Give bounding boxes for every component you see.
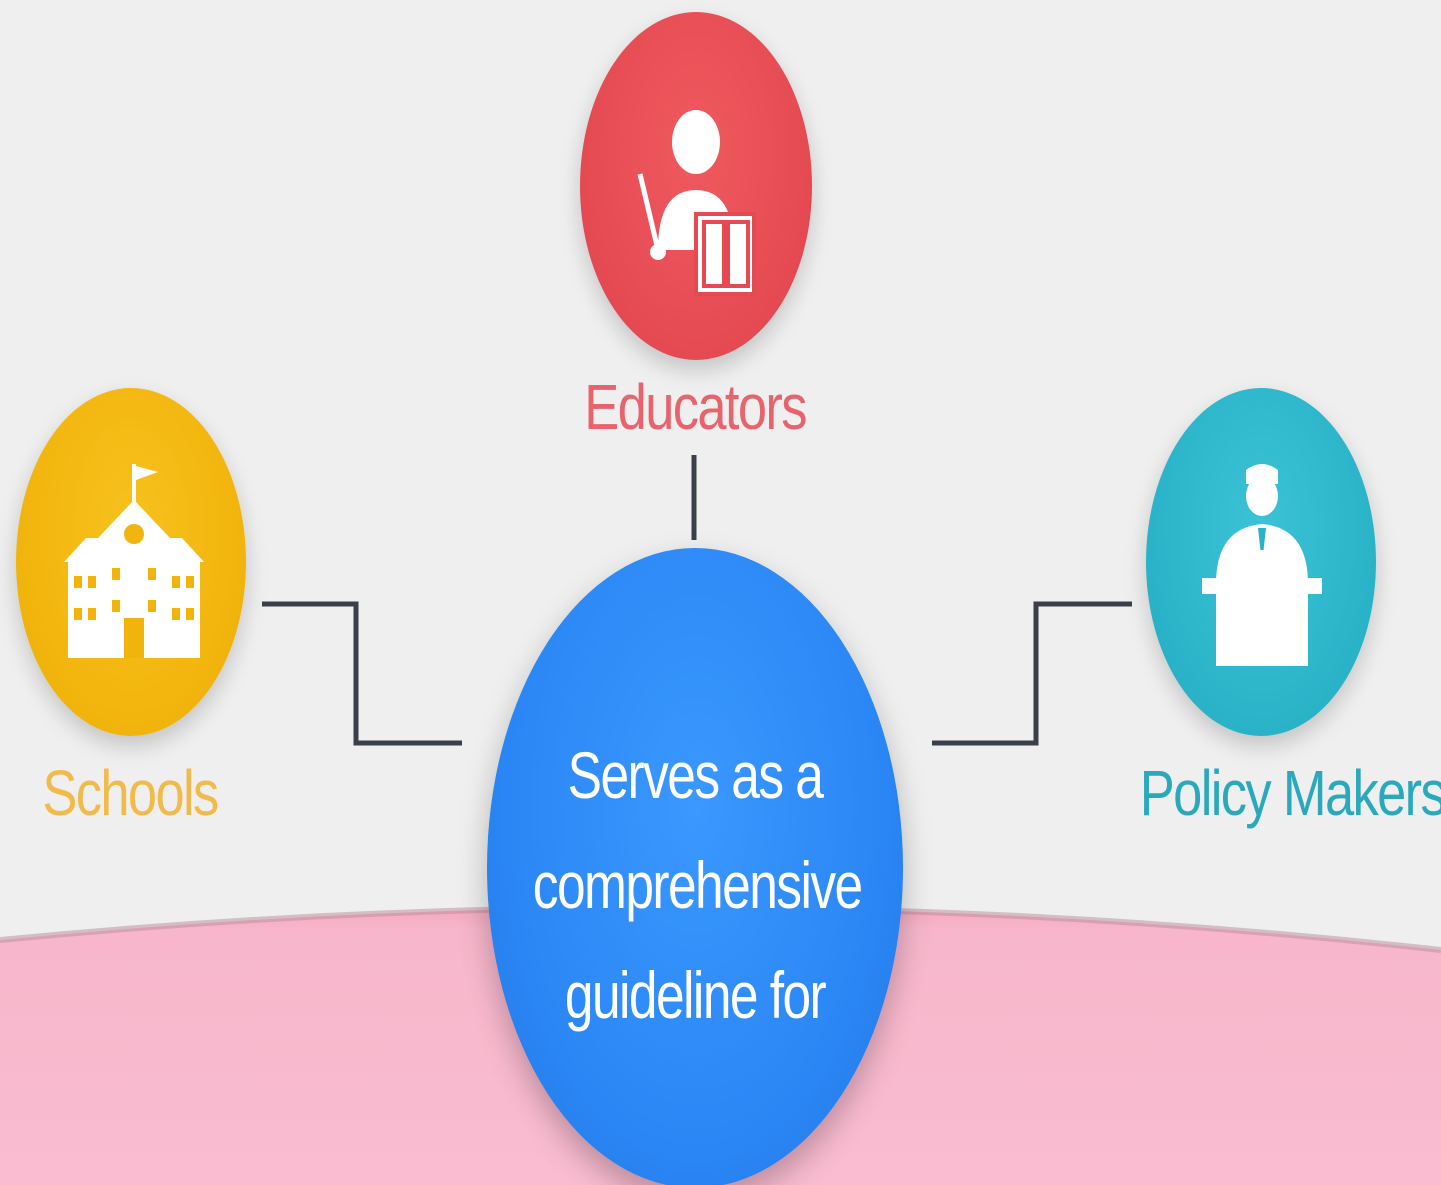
educators-label: Educators bbox=[584, 371, 807, 443]
connector-schools bbox=[262, 601, 462, 746]
center-text-line-1: Serves as a bbox=[567, 738, 824, 812]
center-text-line-3: guideline for bbox=[564, 958, 827, 1032]
center-text-line-2: comprehensive bbox=[532, 848, 863, 922]
educators-node bbox=[580, 12, 812, 360]
teacher-icon bbox=[637, 110, 756, 296]
center-node bbox=[487, 548, 903, 1185]
schools-node bbox=[16, 388, 246, 736]
schools-label: Schools bbox=[42, 757, 219, 829]
policy-makers-node bbox=[1146, 388, 1376, 736]
connector-policy-makers bbox=[932, 601, 1132, 746]
speaker-podium-icon bbox=[1202, 464, 1322, 666]
school-building-icon bbox=[64, 464, 204, 658]
connectors bbox=[262, 455, 1132, 746]
policy-makers-label: Policy Makers bbox=[1139, 757, 1441, 829]
center-text: Serves as a comprehensive guideline for bbox=[487, 720, 903, 1050]
